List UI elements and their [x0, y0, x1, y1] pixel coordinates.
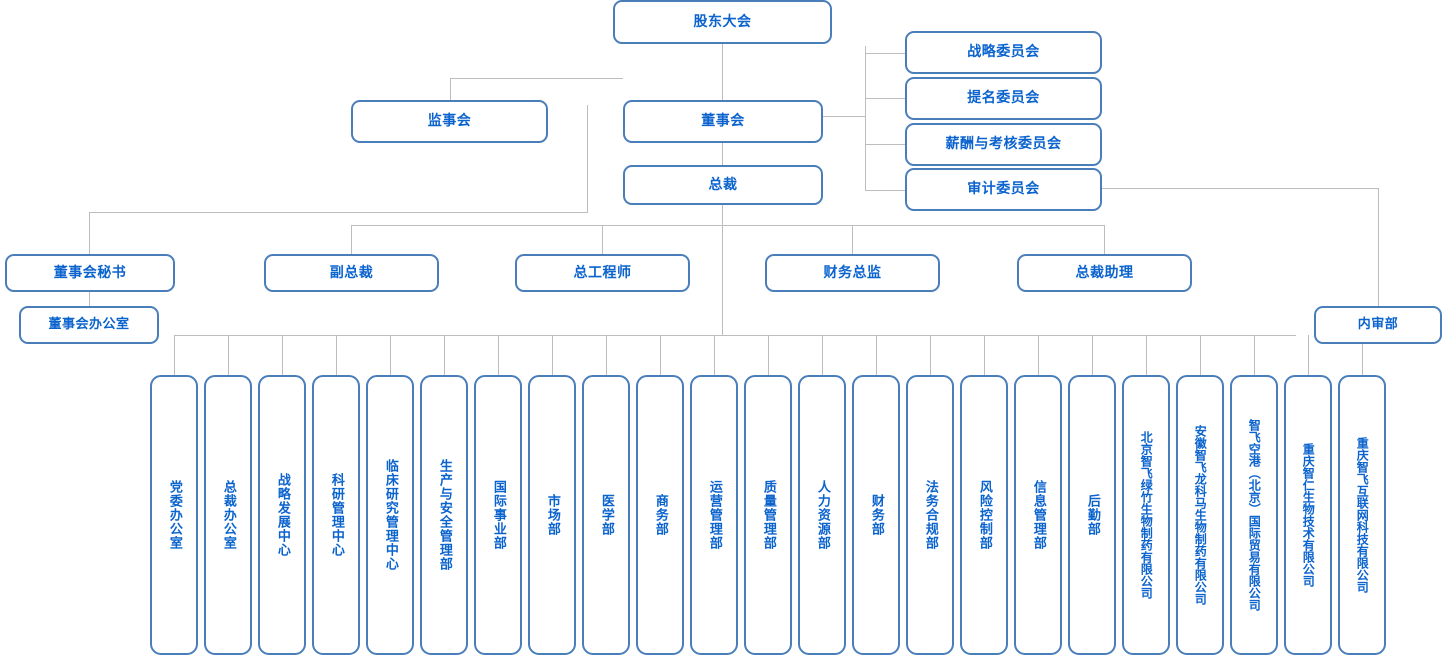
node-exec-board-secretary[interactable]: 董事会秘书 [5, 254, 175, 292]
connector-president-drop [722, 205, 723, 225]
node-department[interactable]: 北京智飞绿竹生物制药有限公司 [1122, 375, 1170, 655]
connector-down-supervisors [450, 78, 451, 100]
connector-department-drop [390, 335, 391, 375]
node-board-of-directors[interactable]: 董事会 [623, 100, 823, 143]
node-internal-audit[interactable]: 内审部 [1314, 306, 1442, 344]
connector-department-drop [930, 335, 931, 375]
node-department[interactable]: 商务部 [636, 375, 684, 655]
connector-exec-assistant [1104, 225, 1105, 254]
node-exec-vice-president[interactable]: 副总裁 [264, 254, 439, 292]
connector-secretary-drop [89, 212, 90, 254]
node-department[interactable]: 总裁办公室 [204, 375, 252, 655]
node-department[interactable]: 医学部 [582, 375, 630, 655]
node-department[interactable]: 人力资源部 [798, 375, 846, 655]
node-shareholders-meeting[interactable]: 股东大会 [613, 0, 832, 44]
connector-department-drop [1254, 335, 1255, 375]
connector-department-drop [1308, 335, 1309, 375]
connector-board-bus-supervisors [450, 78, 623, 79]
connector-exec-cfo [852, 225, 853, 254]
node-department[interactable]: 财务部 [852, 375, 900, 655]
node-committee-nomination[interactable]: 提名委员会 [905, 77, 1102, 120]
node-department[interactable]: 安徽智飞龙科马生物制药有限公司 [1176, 375, 1224, 655]
connector-shareholders-to-board [722, 44, 723, 100]
connector-department-drop [768, 335, 769, 375]
connector-department-drop [1038, 335, 1039, 375]
connector-department-drop [336, 335, 337, 375]
connector-secretary-bus [89, 212, 588, 213]
connector-department-drop [552, 335, 553, 375]
connector-president-to-dept-bus [722, 225, 723, 335]
connector-committee-3 [865, 144, 905, 145]
node-committee-strategy[interactable]: 战略委员会 [905, 31, 1102, 74]
connector-committee-1 [865, 53, 905, 54]
node-department[interactable]: 智飞空港（北京）国际贸易有限公司 [1230, 375, 1278, 655]
node-committee-audit[interactable]: 审计委员会 [905, 168, 1102, 211]
node-department[interactable]: 法务合规部 [906, 375, 954, 655]
connector-secretary-to-office [89, 292, 90, 306]
node-committee-compensation[interactable]: 薪酬与考核委员会 [905, 123, 1102, 166]
connector-board-to-president [722, 143, 723, 165]
connector-department-drop [714, 335, 715, 375]
connector-committee-2 [865, 98, 905, 99]
connector-audit-to-internal-audit [1102, 188, 1379, 189]
connector-department-drop [174, 335, 175, 375]
node-department[interactable]: 质量管理部 [744, 375, 792, 655]
connector-department-drop [1200, 335, 1201, 375]
node-department[interactable]: 重庆智飞互联网科技有限公司 [1338, 375, 1386, 655]
node-department[interactable]: 科研管理中心 [312, 375, 360, 655]
connector-department-drop [606, 335, 607, 375]
connector-committee-4 [865, 190, 905, 191]
connector-exec-bus [351, 225, 1105, 226]
connector-board-left-drop [587, 105, 588, 212]
connector-department-drop [984, 335, 985, 375]
connector-department-drop [822, 335, 823, 375]
connector-committee-spine [865, 46, 866, 190]
connector-department-drop [1092, 335, 1093, 375]
connector-department-drop [498, 335, 499, 375]
node-board-of-supervisors[interactable]: 监事会 [351, 100, 548, 143]
node-exec-president-assistant[interactable]: 总裁助理 [1017, 254, 1192, 292]
connector-board-to-committee-spine [823, 116, 865, 117]
node-board-office[interactable]: 董事会办公室 [19, 306, 159, 344]
connector-department-drop [660, 335, 661, 375]
node-exec-cfo[interactable]: 财务总监 [765, 254, 940, 292]
connector-exec-vp [351, 225, 352, 254]
node-president[interactable]: 总裁 [623, 165, 823, 205]
node-department[interactable]: 战略发展中心 [258, 375, 306, 655]
connector-department-bus [174, 335, 1296, 336]
node-department[interactable]: 国际事业部 [474, 375, 522, 655]
connector-exec-chief-engineer [602, 225, 603, 254]
node-department[interactable]: 后勤部 [1068, 375, 1116, 655]
node-department[interactable]: 生产与安全管理部 [420, 375, 468, 655]
node-department[interactable]: 临床研究管理中心 [366, 375, 414, 655]
node-department[interactable]: 市场部 [528, 375, 576, 655]
connector-internal-audit-drop [1378, 188, 1379, 306]
node-department[interactable]: 运营管理部 [690, 375, 738, 655]
node-department[interactable]: 重庆智仁生物技术有限公司 [1284, 375, 1332, 655]
node-department[interactable]: 信息管理部 [1014, 375, 1062, 655]
connector-department-drop [282, 335, 283, 375]
node-department[interactable]: 党委办公室 [150, 375, 198, 655]
connector-department-drop [444, 335, 445, 375]
connector-department-drop [1362, 335, 1363, 375]
node-exec-chief-engineer[interactable]: 总工程师 [515, 254, 690, 292]
node-department[interactable]: 风险控制部 [960, 375, 1008, 655]
connector-department-drop [1146, 335, 1147, 375]
connector-department-drop [228, 335, 229, 375]
connector-department-drop [876, 335, 877, 375]
